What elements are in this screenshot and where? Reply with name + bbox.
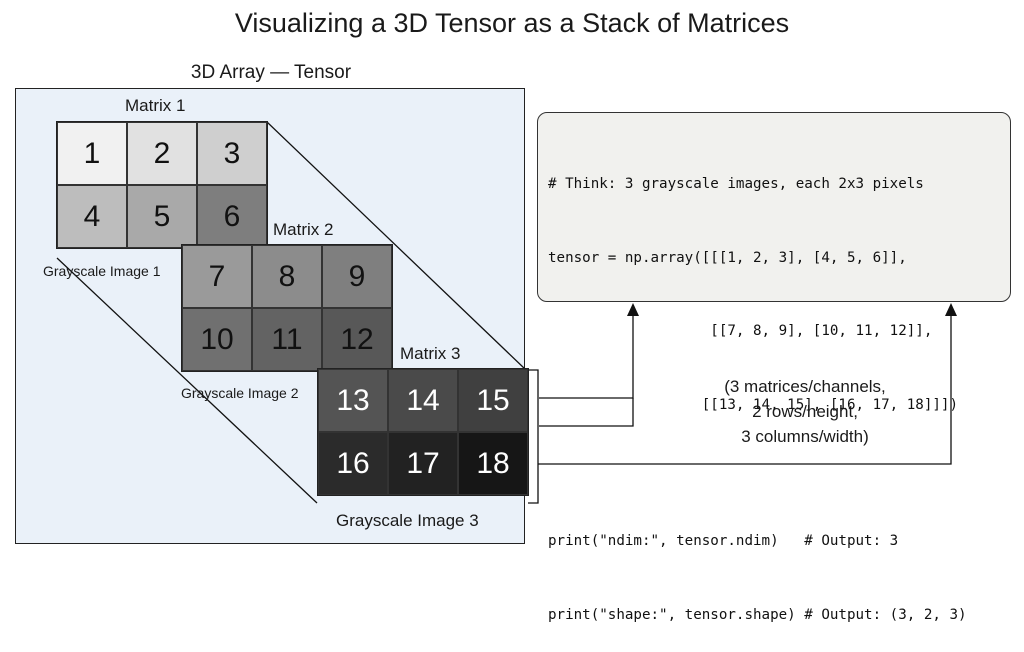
code-line: print("ndim:", tensor.ndim) # Output: 3 [548, 533, 899, 549]
shape-note-line: (3 matrices/channels, [724, 377, 886, 396]
matrix1-cell: 3 [197, 122, 267, 185]
shape-note: (3 matrices/channels, 2 rows/height, 3 c… [690, 374, 920, 449]
matrix1-caption: Grayscale Image 1 [43, 263, 161, 279]
matrix2-cell: 8 [252, 245, 322, 308]
matrix3-cell: 13 [318, 369, 388, 432]
matrix3-cell: 16 [318, 432, 388, 495]
code-block: # Think: 3 grayscale images, each 2x3 pi… [537, 112, 1011, 623]
diagram-title: Visualizing a 3D Tensor as a Stack of Ma… [234, 8, 790, 38]
matrix1-cell: 2 [127, 122, 197, 185]
matrix1-cell: 5 [127, 185, 197, 248]
matrix3-bracket [528, 369, 539, 504]
matrix3-cell: 17 [388, 432, 458, 495]
code-line: [[13, 14, 15], [16, 17, 18]]]) [548, 396, 958, 413]
code-line: [[7, 8, 9], [10, 11, 12]], [548, 323, 933, 339]
matrix2-cell: 10 [182, 308, 252, 371]
matrix2-cell: 12 [322, 308, 392, 371]
matrix3-cell: 15 [458, 369, 528, 432]
code-line-blank [548, 466, 1010, 480]
matrix2-cell: 11 [252, 308, 322, 371]
matrix1-cell: 4 [57, 185, 127, 248]
code-line: tensor = np.array([[[1, 2, 3], [4, 5, 6]… [548, 249, 907, 266]
matrix3-caption: Grayscale Image 3 [336, 511, 479, 530]
matrix3-cell: 14 [388, 369, 458, 432]
shape-note-line: 2 rows/height, [752, 402, 858, 421]
matrix3-cell: 18 [458, 432, 528, 495]
tensor-box-label: 3D Array — Tensor [190, 62, 352, 83]
matrix1-cell: 6 [197, 185, 267, 248]
matrix2-caption: Grayscale Image 2 [181, 385, 299, 401]
matrix2-cell: 9 [322, 245, 392, 308]
matrix3-label: Matrix 3 [400, 344, 461, 363]
matrix2-label: Matrix 2 [273, 220, 334, 239]
shape-note-line: 3 columns/width) [741, 427, 869, 446]
code-line: # Think: 3 grayscale images, each 2x3 pi… [548, 176, 924, 192]
matrix1-cell: 1 [57, 122, 127, 185]
code-line: print("shape:", tensor.shape) # Output: … [548, 606, 967, 623]
matrix1-label: Matrix 1 [125, 96, 186, 115]
matrix2-cell: 7 [182, 245, 252, 308]
